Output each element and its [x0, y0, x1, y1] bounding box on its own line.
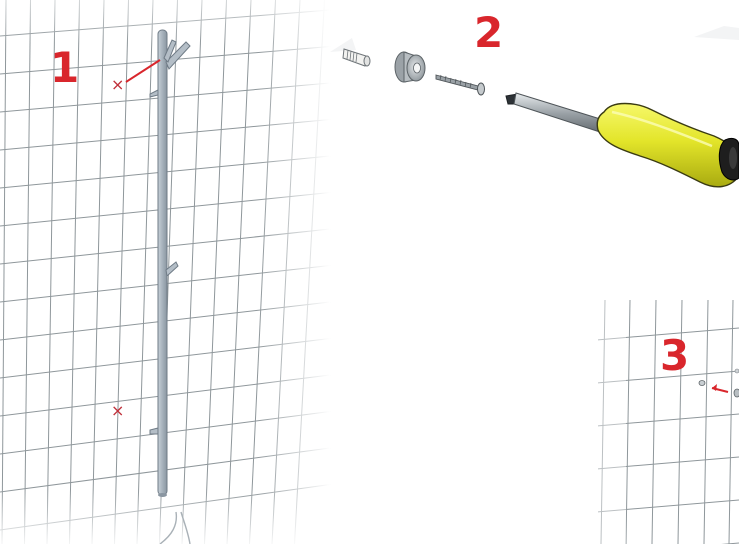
step2-parts-panel: 2: [330, 8, 739, 188]
faint-part: [734, 368, 739, 374]
screwdriver-icon: [505, 92, 739, 188]
ghost-shape-right: [694, 26, 739, 40]
insert-arrow-head: [712, 384, 717, 391]
drill-mark-upper: ×: [111, 75, 124, 94]
step1-wall-panel: × × 1: [0, 0, 331, 544]
step3-closeup-panel: 3: [596, 299, 739, 544]
grid-line: [651, 299, 657, 544]
plug-end-icon: [733, 388, 739, 398]
wall-plug-icon: [342, 48, 371, 67]
step-number-3: 3: [660, 331, 689, 380]
grid-line: [728, 299, 734, 544]
grid-line: [677, 299, 683, 544]
towel-rail-icon: [149, 29, 191, 544]
grid-line: [703, 299, 709, 544]
ghost-shape: [330, 38, 356, 52]
closeup-fade: [596, 300, 626, 544]
grid-line: [598, 327, 739, 341]
step-number-1: 1: [50, 43, 79, 92]
grid-line: [598, 499, 739, 513]
closeup-tile-grid: [598, 299, 739, 544]
grid-line: [598, 370, 739, 384]
grid-line: [625, 299, 631, 544]
grid-line: [600, 299, 606, 544]
grid-line: [598, 413, 739, 427]
step-number-2: 2: [474, 8, 503, 57]
spacer-icon: [394, 51, 426, 83]
screw-icon: [435, 74, 485, 96]
drill-line: [125, 59, 161, 83]
drill-hole-icon: [698, 380, 706, 386]
drill-mark-lower: ×: [111, 401, 124, 420]
grid-line: [598, 456, 739, 470]
